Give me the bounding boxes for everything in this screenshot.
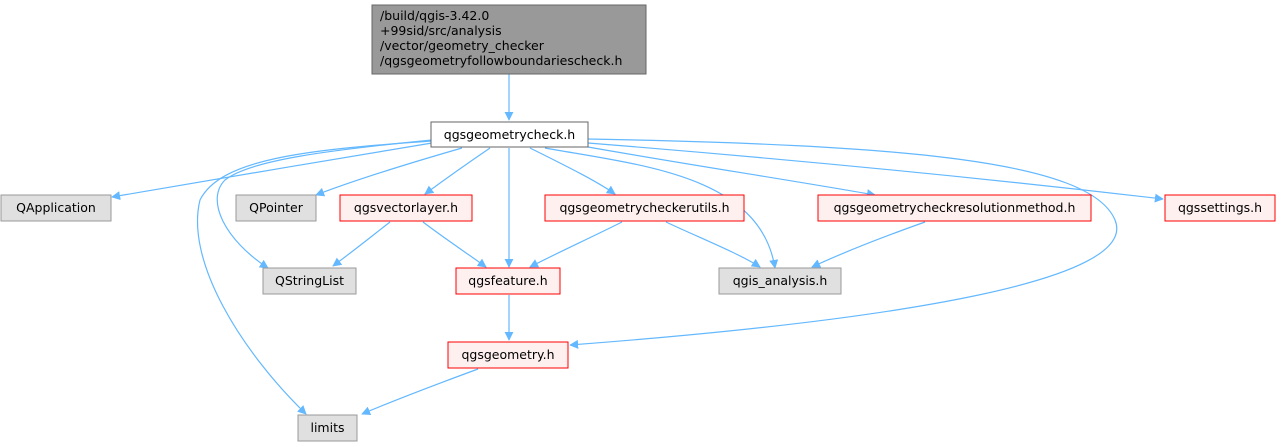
root-line-3: /vector/geometry_checker: [380, 38, 545, 53]
node-label: qgsfeature.h: [468, 273, 547, 288]
node-qgis-analysis: qgis_analysis.h: [718, 267, 842, 295]
node-label: qgsgeometry.h: [461, 347, 554, 362]
edge-geometrycheck-to-limits: [196, 140, 433, 415]
node-qgsfeature[interactable]: qgsfeature.h: [455, 267, 561, 295]
node-qgsgeometrycheck[interactable]: qgsgeometrycheck.h: [430, 121, 589, 148]
node-qgsgeometrycheckresolutionmethod[interactable]: qgsgeometrycheckresolutionmethod.h: [817, 194, 1092, 222]
node-label: qgsgeometrycheckresolutionmethod.h: [834, 200, 1076, 215]
node-label: limits: [310, 420, 344, 435]
node-qapplication: QApplication: [0, 194, 112, 222]
edge-geometrycheck-to-vectorlayer: [424, 147, 491, 195]
node-qgsvectorlayer[interactable]: qgsvectorlayer.h: [339, 194, 473, 222]
edge-geometry-to-limits: [361, 368, 479, 416]
edge-geometrycheck-to-settings: [587, 142, 1164, 203]
node-label: QStringList: [275, 273, 344, 288]
node-limits: limits: [297, 414, 358, 442]
edge-geometrycheck-to-resolutionmethod: [587, 146, 876, 199]
node-qstringlist: QStringList: [262, 267, 357, 295]
edge-geometrycheck-to-qstringlist: [216, 139, 433, 269]
node-label: QApplication: [16, 200, 96, 215]
node-label: qgsgeometrycheckerutils.h: [559, 200, 729, 215]
edge-geometrycheck-to-qapplication: [111, 142, 433, 201]
node-label: qgssettings.h: [1178, 200, 1262, 215]
edge-geometrycheck-to-qpointer: [315, 147, 463, 197]
edge-checkerutils-to-analysis: [665, 221, 761, 268]
node-root-file[interactable]: /build/qgis-3.42.0 +99sid/src/analysis /…: [371, 4, 647, 75]
root-line-2: +99sid/src/analysis: [380, 23, 502, 38]
edge-geometrycheck-to-analysis: [544, 147, 779, 269]
node-label: QPointer: [249, 200, 304, 215]
node-label: qgsvectorlayer.h: [354, 200, 458, 215]
edge-vectorlayer-to-qstringlist: [332, 221, 391, 267]
root-line-4: /qgsgeometryfollowboundariescheck.h: [380, 53, 622, 68]
node-label: qgis_analysis.h: [733, 273, 828, 288]
node-qgsgeometry[interactable]: qgsgeometry.h: [447, 341, 569, 369]
edge-geometrycheck-to-checkerutils: [529, 147, 616, 195]
edge-geometrycheck-to-geometry: [569, 138, 1118, 349]
edge-checkerutils-to-feature: [529, 221, 623, 268]
edge-vectorlayer-to-feature: [422, 221, 487, 268]
edge-resolutionmethod-to-analysis: [811, 221, 926, 268]
node-qpointer: QPointer: [235, 194, 317, 222]
root-line-1: /build/qgis-3.42.0: [380, 8, 489, 23]
node-qgssettings[interactable]: qgssettings.h: [1164, 194, 1276, 222]
node-label: qgsgeometrycheck.h: [444, 127, 575, 142]
node-qgsgeometrycheckerutils[interactable]: qgsgeometrycheckerutils.h: [544, 194, 745, 222]
